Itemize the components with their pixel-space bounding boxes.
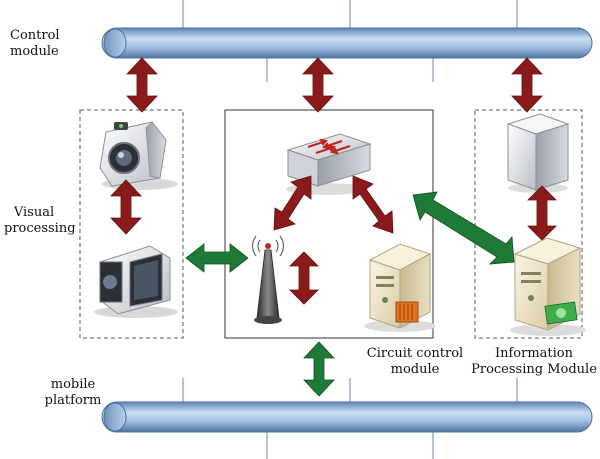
circuit-to-mobile-arrow (303, 341, 335, 397)
camcorder-icon (94, 245, 178, 318)
control-module-bus (101, 27, 593, 59)
camera-icon (99, 121, 178, 190)
tower-pc-icon (506, 113, 570, 193)
control-to-switch-arrow (302, 57, 334, 113)
visual-to-circuit-arrow (185, 243, 249, 273)
visual-processing-box (79, 109, 184, 339)
bus-tick-lines (182, 0, 518, 459)
control-to-camera-arrow (126, 57, 158, 113)
tower-to-info-server-arrow (527, 185, 557, 241)
control-module-label: Control module (10, 28, 60, 60)
control-module-label-line2: module (10, 44, 59, 59)
circuit-control-label-line2: module (390, 362, 440, 377)
mobile-platform-label-line1: mobile (50, 377, 96, 392)
information-processing-label: Information Processing Module (470, 346, 598, 378)
camera-to-camcorder-arrow (110, 179, 142, 235)
circuit-control-label: Circuit control module (355, 346, 475, 378)
mobile-platform-bus (101, 401, 593, 433)
mobile-platform-label-line2: platform (44, 393, 102, 408)
visual-processing-label-line1: Visual (13, 205, 55, 220)
information-processing-box (474, 109, 583, 339)
control-module-label-line1: Control (10, 28, 60, 43)
visual-processing-label: Visual processing (4, 205, 76, 237)
control-to-info-arrow (511, 57, 543, 113)
visual-processing-label-line2: processing (4, 221, 76, 236)
switch-to-antenna-arrow (273, 175, 312, 231)
server-with-cash-icon (510, 237, 586, 336)
mobile-platform-label: mobile platform (38, 377, 108, 409)
wireless-antenna-icon (251, 235, 285, 324)
switch-to-server-arrow (352, 175, 394, 234)
switch-to-info-server-arrow (412, 191, 515, 265)
antenna-vertical-arrow (289, 251, 319, 305)
circuit-control-label-line1: Circuit control (366, 346, 464, 361)
server-icon (364, 243, 436, 332)
information-processing-label-line1: Information (494, 346, 574, 361)
information-processing-label-line2: Processing Module (471, 362, 597, 377)
